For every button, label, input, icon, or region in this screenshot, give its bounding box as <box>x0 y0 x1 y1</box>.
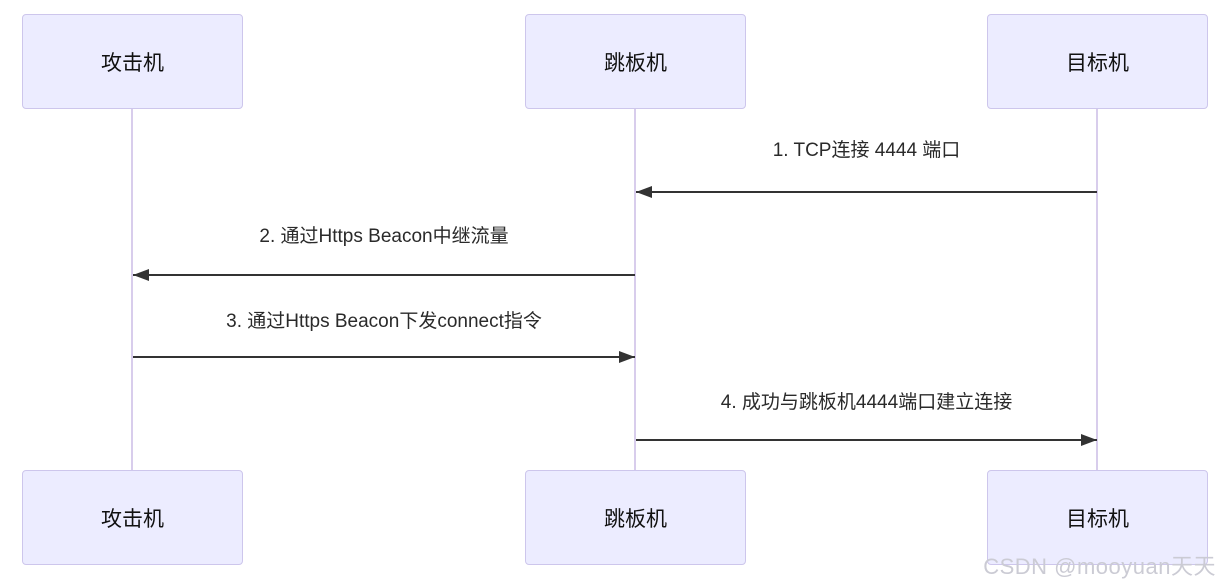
actor-label-target-bottom: 目标机 <box>1066 507 1129 531</box>
message-1-label: 1. TCP连接 4444 端口 <box>772 140 961 161</box>
message-1-arrowhead-left-icon <box>636 186 652 198</box>
actor-label-jumpbox-bottom: 跳板机 <box>604 507 667 531</box>
watermark: CSDN @mooyuan天天 <box>983 554 1216 579</box>
message-2-label: 2. 通过Https Beacon中继流量 <box>259 226 509 247</box>
lifeline-jumpbox <box>634 109 636 470</box>
actor-label-attacker-bottom: 攻击机 <box>101 507 164 531</box>
actor-box-target-top: 目标机 <box>987 14 1208 109</box>
actor-box-jumpbox-bottom: 跳板机 <box>525 470 746 565</box>
message-3-arrowhead-right-icon <box>619 351 635 363</box>
message-3-line <box>133 356 635 358</box>
actor-box-attacker-top: 攻击机 <box>22 14 243 109</box>
actor-label-attacker-top: 攻击机 <box>101 51 164 75</box>
message-4-label: 4. 成功与跳板机4444端口建立连接 <box>720 392 1013 413</box>
actor-label-jumpbox-top: 跳板机 <box>604 51 667 75</box>
message-4-arrowhead-right-icon <box>1081 434 1097 446</box>
message-4-line <box>636 439 1097 441</box>
actor-box-target-bottom: 目标机 <box>987 470 1208 565</box>
lifeline-target <box>1096 109 1098 470</box>
message-1-line <box>636 191 1097 193</box>
lifeline-attacker <box>131 109 133 470</box>
message-2-arrowhead-left-icon <box>133 269 149 281</box>
actor-label-target-top: 目标机 <box>1066 51 1129 75</box>
actor-box-attacker-bottom: 攻击机 <box>22 470 243 565</box>
message-2-line <box>133 274 635 276</box>
actor-box-jumpbox-top: 跳板机 <box>525 14 746 109</box>
message-3-label: 3. 通过Https Beacon下发connect指令 <box>226 311 542 332</box>
